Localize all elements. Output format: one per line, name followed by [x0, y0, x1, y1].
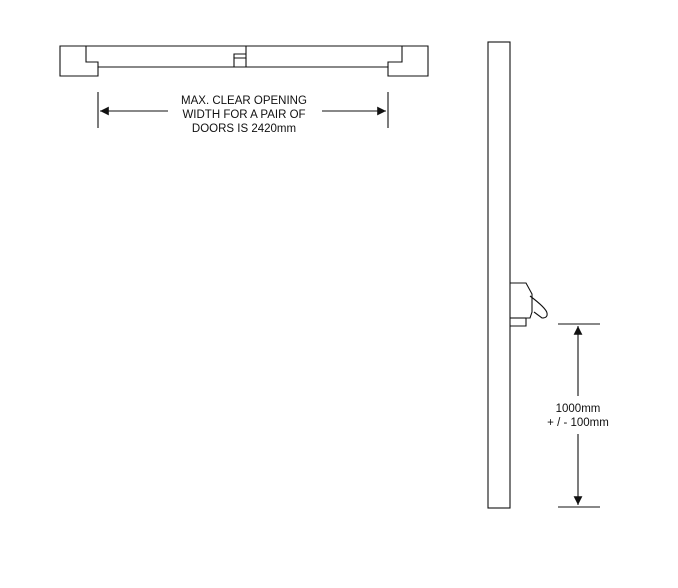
clear-opening-dimension: MAX. CLEAR OPENING WIDTH FOR A PAIR OF D… [97, 92, 389, 135]
height-label-line-1: 1000mm [556, 403, 601, 415]
door-frame-outline [59, 45, 429, 77]
right-door-leaf [245, 46, 403, 68]
meeting-stile [233, 53, 246, 58]
push-bar-housing [510, 282, 533, 327]
left-door-leaf [85, 46, 247, 68]
height-dimension: 1000mm + / - 100mm [547, 323, 609, 508]
push-bar-handle [529, 295, 548, 319]
door-leaf-edge [487, 41, 511, 509]
door-plan-view [59, 45, 429, 77]
opening-note-line-2: WIDTH FOR A PAIR OF [182, 109, 305, 121]
opening-note-line-3: DOORS IS 2420mm [192, 123, 296, 135]
height-label-line-2: + / - 100mm [547, 417, 609, 429]
door-side-elevation [487, 41, 548, 509]
opening-note-line-1: MAX. CLEAR OPENING [181, 95, 307, 107]
